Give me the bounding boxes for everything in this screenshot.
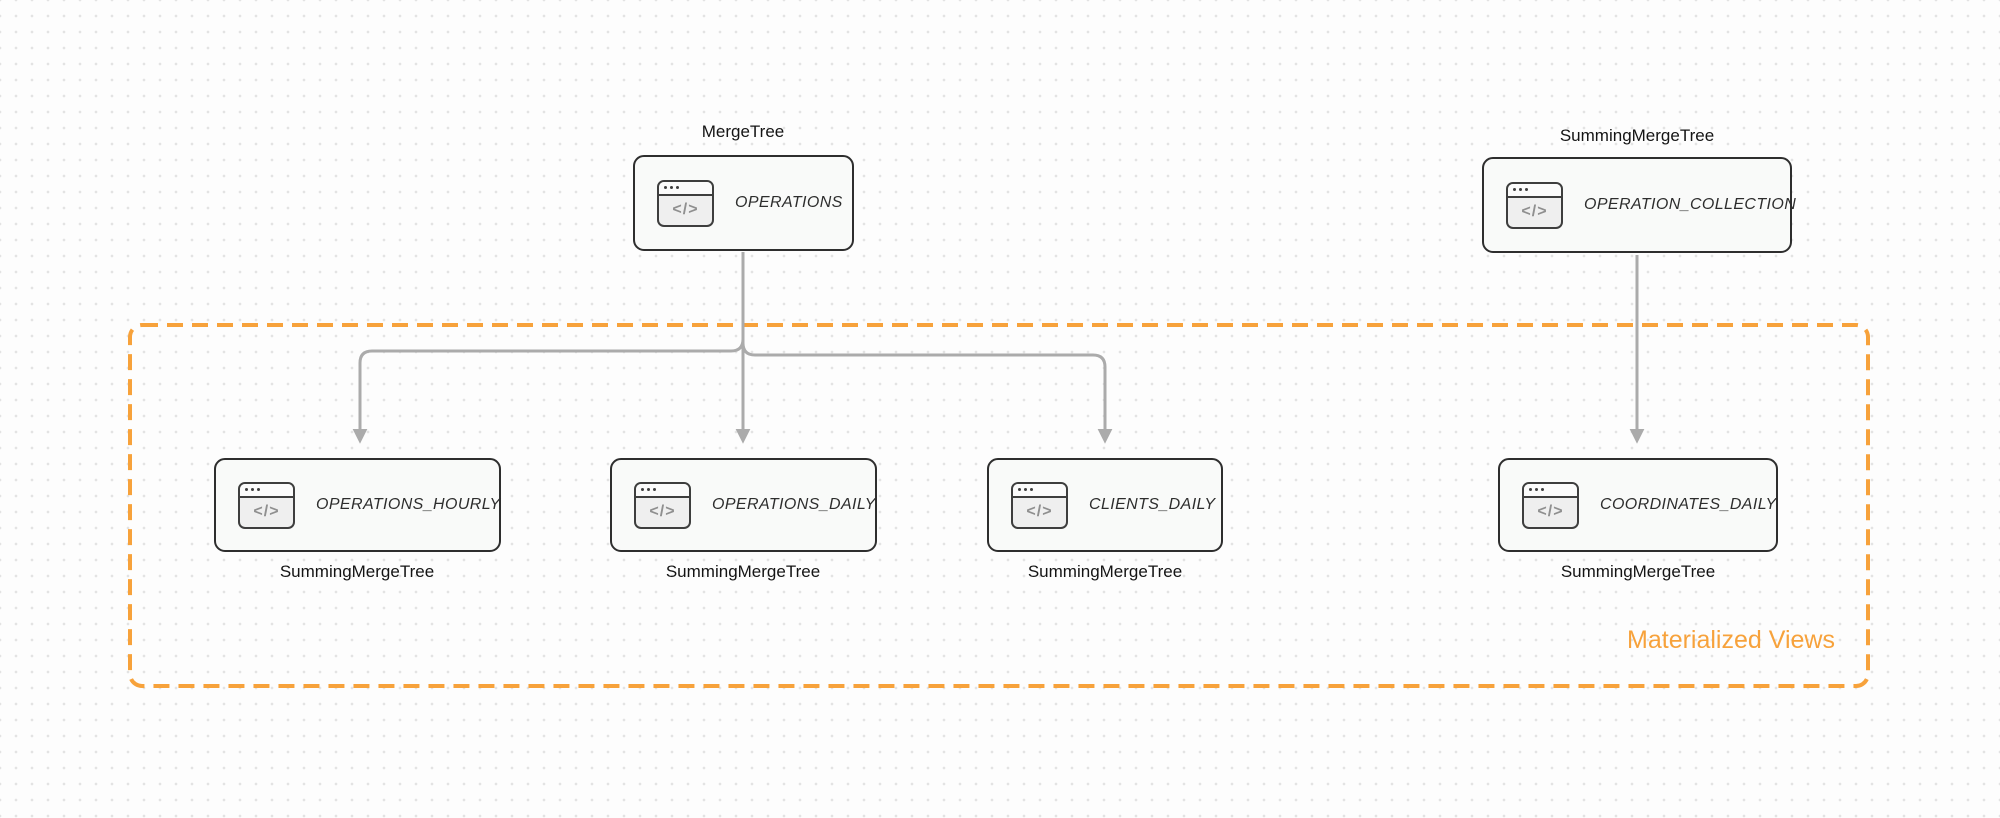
edge-operations-to-operations-hourly[interactable]: [352, 252, 745, 444]
window-bar: [240, 483, 293, 498]
window-dot: [670, 186, 673, 189]
node-operation-collection[interactable]: </> OPERATION_COLLECTION: [1482, 157, 1796, 253]
window-dot: [647, 488, 650, 491]
code-glyph: </>: [649, 503, 676, 520]
node-operations[interactable]: </> OPERATIONS: [633, 155, 854, 251]
engine-label-clients-daily: SummingMergeTree: [1027, 562, 1183, 581]
window-dot: [1018, 488, 1021, 491]
window-dot: [653, 488, 656, 491]
code-glyph: </>: [1026, 503, 1053, 520]
code-window-icon: </>: [1506, 181, 1563, 229]
window-dot: [257, 488, 260, 491]
engine-label-operation-collection: SummingMergeTree: [1559, 126, 1715, 145]
node-operations-hourly[interactable]: </> OPERATIONS_HOURLY: [214, 458, 501, 552]
node-clients-daily[interactable]: </> CLIENTS_DAILY: [987, 458, 1223, 552]
code-window-icon: </>: [238, 481, 295, 529]
node-title: CLIENTS_DAILY: [1089, 496, 1216, 513]
window-dot: [664, 186, 667, 189]
node-title: COORDINATES_DAILY: [1600, 496, 1777, 513]
node-title: OPERATIONS: [735, 194, 843, 211]
window-dot: [1525, 188, 1528, 191]
window-dot: [641, 488, 644, 491]
window-dot: [1541, 488, 1544, 491]
window-dot: [1513, 188, 1516, 191]
engine-label-operations-daily: SummingMergeTree: [665, 562, 821, 581]
window-dot: [1529, 488, 1532, 491]
window-bar: [659, 181, 712, 196]
code-glyph: </>: [253, 503, 280, 520]
code-window-icon: </>: [1011, 481, 1068, 529]
materialized-views-label: Materialized Views: [1627, 626, 1835, 654]
code-window-icon: </>: [1522, 481, 1579, 529]
node-title: OPERATIONS_HOURLY: [316, 496, 501, 513]
window-dot: [251, 488, 254, 491]
engine-label-operations-hourly: SummingMergeTree: [279, 562, 435, 581]
node-coordinates-daily[interactable]: </> COORDINATES_DAILY: [1498, 458, 1778, 552]
code-glyph: </>: [1521, 203, 1548, 220]
window-dot: [1030, 488, 1033, 491]
window-bar: [1508, 183, 1561, 198]
window-bar: [636, 483, 689, 498]
engine-label-coordinates-daily: SummingMergeTree: [1560, 562, 1716, 581]
engine-label-operations: MergeTree: [701, 122, 785, 141]
window-bar: [1013, 483, 1066, 498]
code-glyph: </>: [1537, 503, 1564, 520]
materialized-views-group-frame[interactable]: [128, 323, 1870, 688]
window-dot: [676, 186, 679, 189]
window-dot: [1024, 488, 1027, 491]
window-dot: [1519, 188, 1522, 191]
window-bar: [1524, 483, 1577, 498]
node-title: OPERATIONS_DAILY: [712, 496, 876, 513]
code-window-icon: </>: [634, 481, 691, 529]
window-dot: [1535, 488, 1538, 491]
code-glyph: </>: [672, 201, 699, 218]
edge-operations-to-clients-daily[interactable]: [741, 252, 1113, 444]
code-window-icon: </>: [657, 179, 714, 227]
window-dot: [245, 488, 248, 491]
node-title: OPERATION_COLLECTION: [1584, 196, 1797, 213]
node-operations-daily[interactable]: </> OPERATIONS_DAILY: [610, 458, 877, 552]
